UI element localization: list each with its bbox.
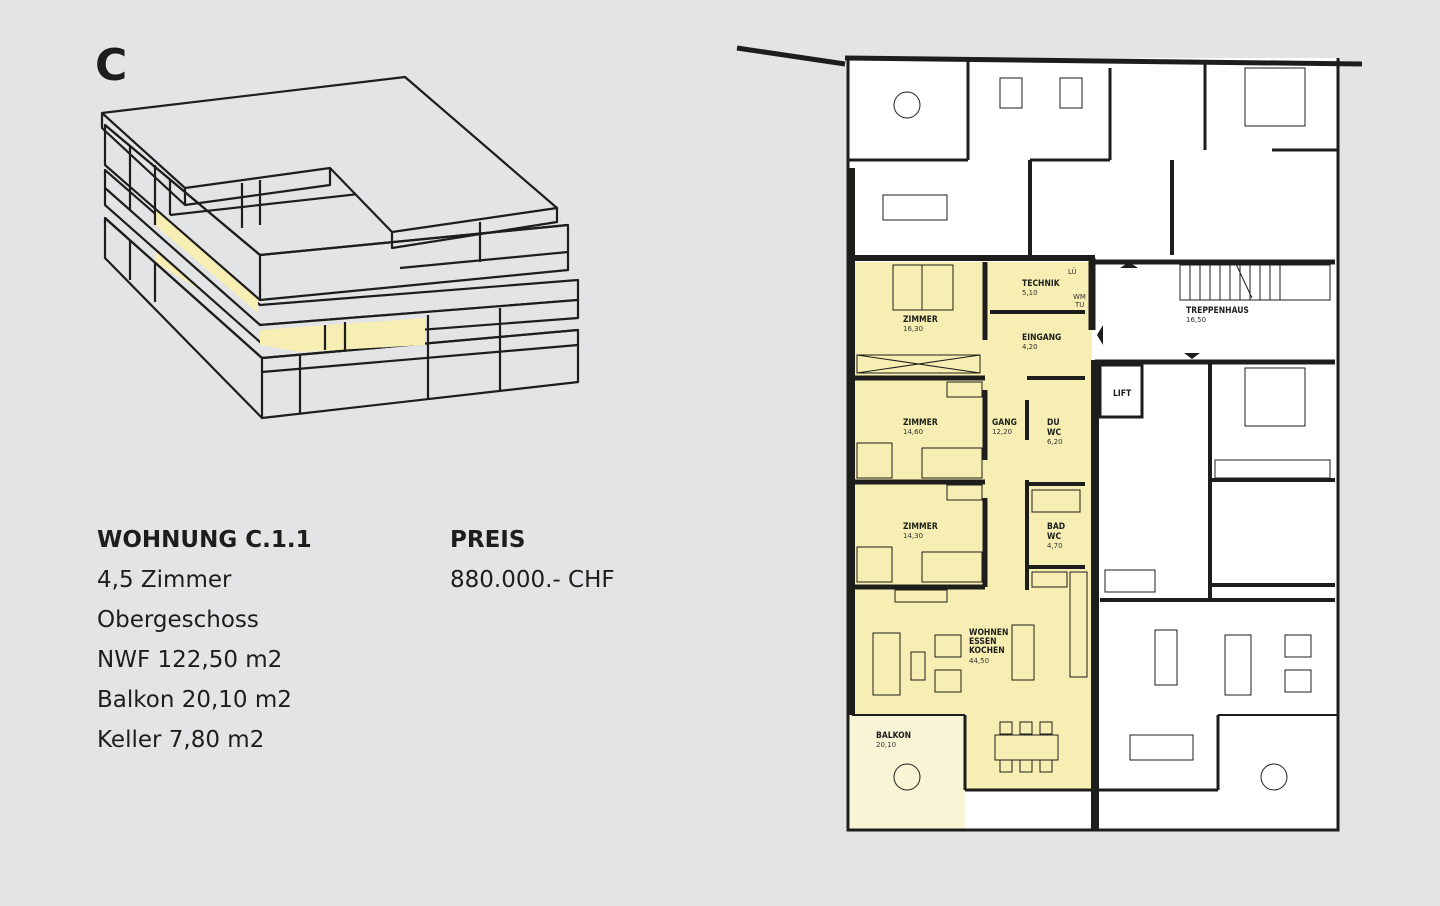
appliance-label: TU [1074,301,1084,309]
room-area: 20,10 [876,741,896,749]
room-label: ESSEN [969,637,996,647]
appliance-label: WM [1073,293,1086,301]
room-area: 44,50 [969,657,989,665]
apartment-rooms: 4,5 Zimmer [97,567,232,593]
apartment-balcony: Balkon 20,10 m2 [97,687,292,713]
room-area: 4,20 [1022,343,1038,351]
room-label: WOHNEN [969,628,1008,638]
room-area: 14,60 [903,428,923,436]
room-area: 12,20 [992,428,1012,436]
highlighted-unit-front [260,318,425,352]
price-label: PREIS [450,527,526,553]
entrance-arrow-icon [1120,262,1138,268]
apartment-cellar: Keller 7,80 m2 [97,727,265,753]
room-label: TECHNIK [1022,279,1061,289]
price-value: 880.000.- CHF [450,567,615,593]
room-area: 4,70 [1047,542,1063,550]
room-area: 14,30 [903,532,923,540]
room-area: 6,20 [1047,438,1063,446]
room-area: 5,10 [1022,289,1038,297]
building-letter: C [95,40,128,91]
room-label: DU [1047,418,1060,428]
room-label: WC [1047,532,1061,542]
apartment-title: WOHNUNG C.1.1 [97,527,312,553]
entrance-arrow-icon [1097,325,1103,345]
room-area: 16,50 [1186,316,1206,324]
apartment-info: WOHNUNG C.1.1 4,5 Zimmer Obergeschoss NW… [97,520,312,760]
room-label: LIFT [1113,389,1132,399]
room-label: BALKON [876,731,911,741]
highlighted-unit-upper [155,210,258,313]
room-label: EINGANG [1022,333,1061,343]
room-label: ZIMMER [903,418,938,428]
price-info: PREIS 880.000.- CHF [450,520,615,600]
room-label: TREPPENHAUS [1186,306,1249,316]
room-label: ZIMMER [903,315,938,325]
room-label: WC [1047,428,1061,438]
apartment-nwf: NWF 122,50 m2 [97,647,283,673]
building-isometric [100,75,580,420]
room-label: GANG [992,418,1017,428]
room-label: ZIMMER [903,522,938,532]
room-area: 16,30 [903,325,923,333]
room-label: BAD [1047,522,1065,532]
apartment-floor: Obergeschoss [97,607,259,633]
apartment-highlight [852,262,1092,790]
appliance-label: LÜ [1068,267,1077,276]
room-label: KOCHEN [969,646,1005,656]
entrance-arrow-icon [1184,353,1200,359]
